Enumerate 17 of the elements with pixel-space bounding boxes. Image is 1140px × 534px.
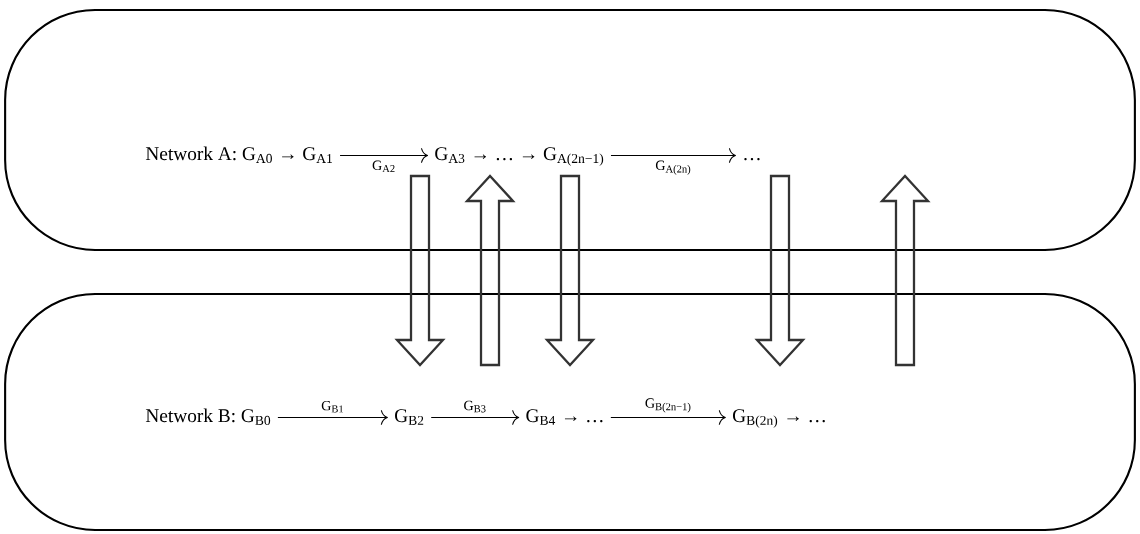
hollow-arrow: [464, 174, 516, 367]
formula-text: G$_{B4}$ → …: [526, 409, 603, 425]
hollow-arrow: [754, 174, 806, 367]
arrow-label: G$_{A2}$: [372, 160, 395, 173]
formula-text: Network A: G$_{A0}$ → G$_{A1}$: [145, 146, 332, 163]
formula-text: …: [744, 158, 760, 161]
hollow-arrow: [394, 174, 446, 367]
formula-text: G$_{A3}$ → … → G$_{A(2n−1)}$: [435, 147, 604, 166]
hollow-arrow: [544, 174, 596, 367]
formula-text: G$_{B2}$: [395, 409, 424, 425]
formula-text: G$_{B(2n)}$ → …: [733, 409, 825, 428]
hollow-arrow: [879, 174, 931, 367]
arrow-label: G$_{B3}$: [464, 400, 486, 413]
arrow-label: G$_{B1}$: [321, 400, 344, 413]
arrow-label: G$_{B(2n−1)}$: [645, 398, 691, 413]
arrow-label: G$_{A(2n)}$: [655, 160, 691, 175]
formula-text: Network B: G$_{B0}$: [145, 408, 271, 425]
